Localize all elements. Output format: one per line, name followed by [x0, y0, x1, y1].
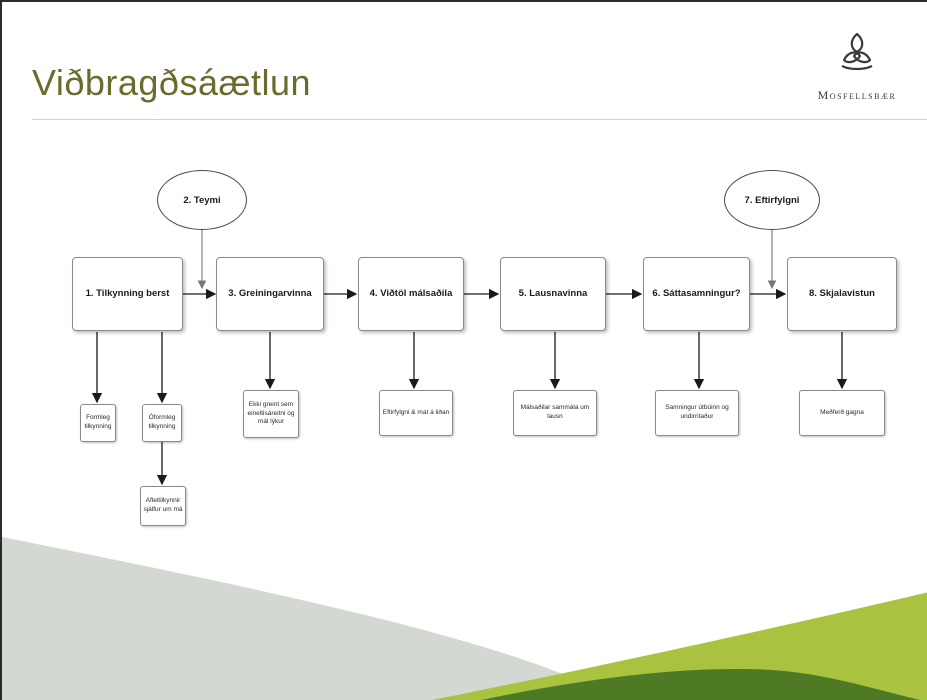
note-formleg-tilkynning: Formleg tilkynning	[80, 404, 116, 442]
step-sattasamningur: 6. Sáttasamningur?	[643, 257, 750, 331]
note-malsadilar-sammala: Málsaðilar sammála um lausn	[513, 390, 597, 436]
note-ekki-greint: Ekki greint sem eineltisáreitni og mál l…	[243, 390, 299, 438]
oval-eftirfylgni: 7. Eftirfylgni	[724, 170, 820, 230]
note-afleitilkynnir: Afleitilkynnir sjálfur um má	[140, 486, 186, 526]
step-skjalavistun: 8. Skjalavistun	[787, 257, 897, 331]
slide-title: Viðbragðsáætlun	[32, 62, 312, 103]
note-samningur-utbuinn: Samningur útbúinn og undirritaður	[655, 390, 739, 436]
note-oformleg-tilkynning: Óformleg tilkynning	[142, 404, 182, 442]
title-divider	[32, 119, 927, 120]
note-medferd-gagna: Meðferð gagna	[799, 390, 885, 436]
step-tilkynning-berst: 1. Tilkynning berst	[72, 257, 183, 331]
mosfellsbaer-logo-icon	[841, 32, 873, 71]
step-greiningarvinna: 3. Greiningarvinna	[216, 257, 324, 331]
logo-wordmark: Mosfellsbær	[817, 88, 897, 102]
note-eftirfylgni-mat: Eftirfylgni & mat á liðan	[379, 390, 453, 436]
step-vidtol-malsadila: 4. Viðtöl málsaðila	[358, 257, 464, 331]
oval-teymi: 2. Teymi	[157, 170, 247, 230]
step-lausnavinna: 5. Lausnavinna	[500, 257, 606, 331]
